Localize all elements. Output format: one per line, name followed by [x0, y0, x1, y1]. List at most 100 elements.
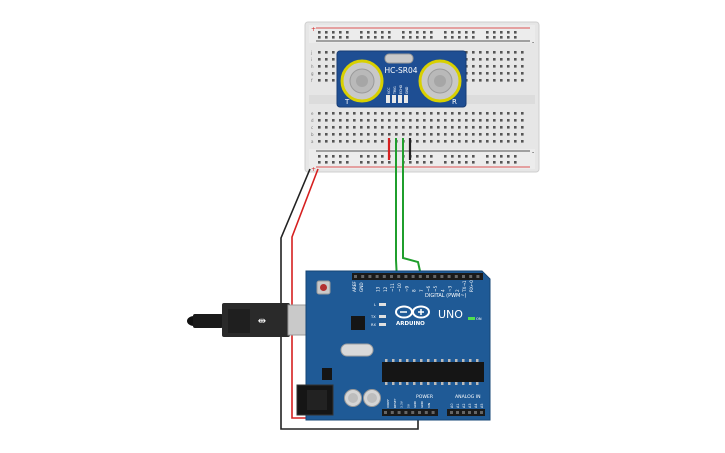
rail-hole — [325, 161, 328, 164]
breadboard-hole — [402, 133, 405, 136]
chip-pin — [441, 359, 444, 362]
breadboard-hole — [353, 133, 356, 136]
voltage-regulator — [322, 368, 332, 380]
breadboard-hole — [430, 119, 433, 122]
breadboard-hole — [479, 140, 482, 143]
breadboard-hole — [437, 133, 440, 136]
rail-hole — [472, 161, 475, 164]
analog-header[interactable] — [447, 409, 485, 416]
pin-vcc[interactable] — [386, 95, 390, 103]
led-tx — [379, 315, 386, 318]
breadboard-hole — [430, 112, 433, 115]
rail-hole — [465, 31, 468, 34]
rail-hole — [346, 36, 349, 39]
breadboard-hole — [500, 112, 503, 115]
breadboard-hole — [325, 65, 328, 68]
breadboard-hole — [423, 133, 426, 136]
header-pin — [397, 411, 401, 414]
breadboard-hole — [486, 51, 489, 54]
header-pin — [480, 411, 483, 414]
breadboard-hole — [409, 112, 412, 115]
hc-sr04-sensor[interactable]: HC-SR04 T R VCC TRIG ECHO GND — [336, 50, 467, 108]
rail-hole — [444, 31, 447, 34]
chip-pin — [385, 359, 388, 362]
echo-wire-green[interactable] — [402, 138, 423, 281]
analog-pin-label: A5 — [480, 404, 484, 408]
pin-echo[interactable] — [398, 95, 402, 103]
crystal-oscillator — [384, 53, 414, 64]
rail-hole — [514, 155, 517, 158]
breadboard-hole — [521, 112, 524, 115]
breadboard-hole — [325, 79, 328, 82]
breadboard-hole — [318, 126, 321, 129]
power-header[interactable] — [382, 409, 438, 416]
header-pin — [450, 411, 453, 414]
digital-header[interactable] — [352, 273, 483, 280]
chip-pin — [476, 382, 479, 385]
gnd-wire-black[interactable] — [280, 168, 419, 430]
trig-wire-green[interactable] — [395, 138, 398, 281]
rail-hole — [430, 36, 433, 39]
breadboard-hole — [339, 119, 342, 122]
breadboard-hole — [479, 65, 482, 68]
breadboard-hole — [395, 133, 398, 136]
breadboard-hole — [332, 65, 335, 68]
rail-hole — [514, 161, 517, 164]
rail-hole — [472, 36, 475, 39]
chip-pin — [462, 382, 465, 385]
breadboard-hole — [332, 140, 335, 143]
pin-label-echo: ECHO — [399, 84, 403, 94]
breadboard-hole — [507, 58, 510, 61]
breadboard-hole — [479, 79, 482, 82]
breadboard-hole — [416, 119, 419, 122]
breadboard-hole — [472, 112, 475, 115]
rail-hole — [416, 36, 419, 39]
breadboard-hole — [444, 112, 447, 115]
header-pin — [454, 275, 458, 278]
rail-hole — [465, 155, 468, 158]
digital-pin-label: RX←0 — [469, 280, 474, 292]
breadboard-hole — [479, 58, 482, 61]
rail-hole — [325, 36, 328, 39]
breadboard-hole — [374, 112, 377, 115]
rail-hole — [458, 161, 461, 164]
chip-pin — [469, 359, 472, 362]
rail-hole — [493, 155, 496, 158]
analog-pin-label: A3 — [468, 404, 472, 408]
led-label-tx: TX — [370, 315, 376, 319]
breadboard-hole — [388, 119, 391, 122]
rail-hole — [325, 155, 328, 158]
sensor-model-label: HC-SR04 — [384, 66, 417, 75]
digital-pin-label: ~11 — [390, 283, 395, 292]
pin-gnd[interactable] — [404, 95, 408, 103]
breadboard-hole — [332, 58, 335, 61]
digital-pin-label: 13 — [376, 286, 381, 292]
rail-hole — [507, 161, 510, 164]
pin-label-gnd: GND — [405, 86, 409, 94]
rail-hole — [514, 36, 517, 39]
chip-pin — [427, 382, 430, 385]
rail-hole — [374, 31, 377, 34]
breadboard-hole — [325, 133, 328, 136]
breadboard-hole — [367, 112, 370, 115]
chip-pin — [462, 359, 465, 362]
row-letter: h — [311, 64, 314, 69]
rail-hole — [325, 31, 328, 34]
breadboard-hole — [381, 119, 384, 122]
breadboard-hole — [416, 133, 419, 136]
row-letter: e — [311, 111, 314, 116]
power-pin-label: RESET — [393, 398, 397, 408]
rail-hole — [388, 31, 391, 34]
breadboard-hole — [521, 133, 524, 136]
breadboard-hole — [514, 65, 517, 68]
rail-hole — [507, 36, 510, 39]
breadboard-hole — [493, 126, 496, 129]
power-pin-label: GND — [413, 400, 417, 408]
pin-trig[interactable] — [392, 95, 396, 103]
rail-hole — [381, 155, 384, 158]
rail-hole — [500, 36, 503, 39]
breadboard-hole — [486, 133, 489, 136]
breadboard-hole — [500, 65, 503, 68]
